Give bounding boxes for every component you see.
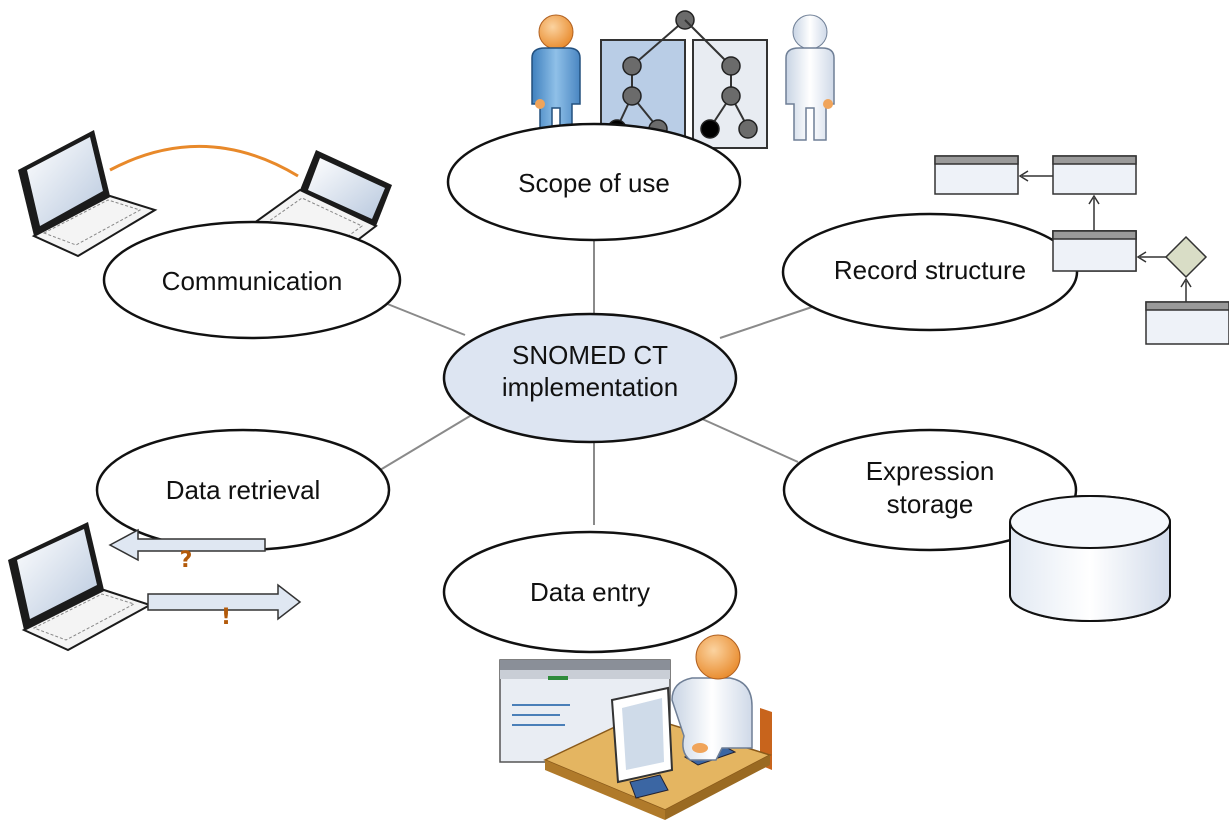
center-label-line1: SNOMED CT [512,340,668,370]
expression-storage-label-line1: Expression [866,456,995,486]
record-arrows [1018,170,1192,302]
node-center: SNOMED CT implementation [442,312,738,444]
arrow-icon [108,528,266,562]
data-entry-illustration [499,634,772,820]
tree-diagram-icon [684,19,768,149]
laptop-icon [8,522,153,652]
node-communication: Communication [102,220,402,340]
data-entry-label: Data entry [530,577,650,607]
retrieval-illustration: ? ! [8,522,302,652]
communication-link [109,144,299,178]
person-icon [785,14,835,141]
record-box-icon [1052,230,1137,272]
data-retrieval-label: Data retrieval [166,475,321,505]
scope-of-use-label: Scope of use [518,168,670,198]
connector-lines [379,240,819,525]
node-data-retrieval: Data retrieval [95,428,391,552]
edge-retrieval [379,409,481,471]
person-icon [531,14,581,141]
diamond-icon [1164,235,1208,279]
expression-storage-label-line2: storage [887,489,974,519]
edge-record [719,304,819,339]
node-data-entry: Data entry [442,530,738,654]
edge-storage [699,417,799,463]
laptop-icon [18,130,158,258]
edge-communication [384,302,466,336]
node-expression-storage: Expression storage [782,428,1078,552]
scope-illustration [531,10,835,149]
center-label-line2: implementation [502,372,678,402]
record-box-icon [1145,301,1229,345]
exclamation-mark: ! [221,605,231,630]
question-mark: ? [180,548,193,573]
database-cylinder-icon [1009,495,1171,622]
communication-label: Communication [162,266,343,296]
person-icon [671,634,753,761]
node-scope-of-use: Scope of use [446,122,742,242]
record-box-icon [1052,155,1137,195]
arrow-icon [147,583,302,621]
record-structure-label: Record structure [834,255,1026,285]
record-box-icon [934,155,1019,195]
node-record-structure: Record structure [781,212,1079,332]
